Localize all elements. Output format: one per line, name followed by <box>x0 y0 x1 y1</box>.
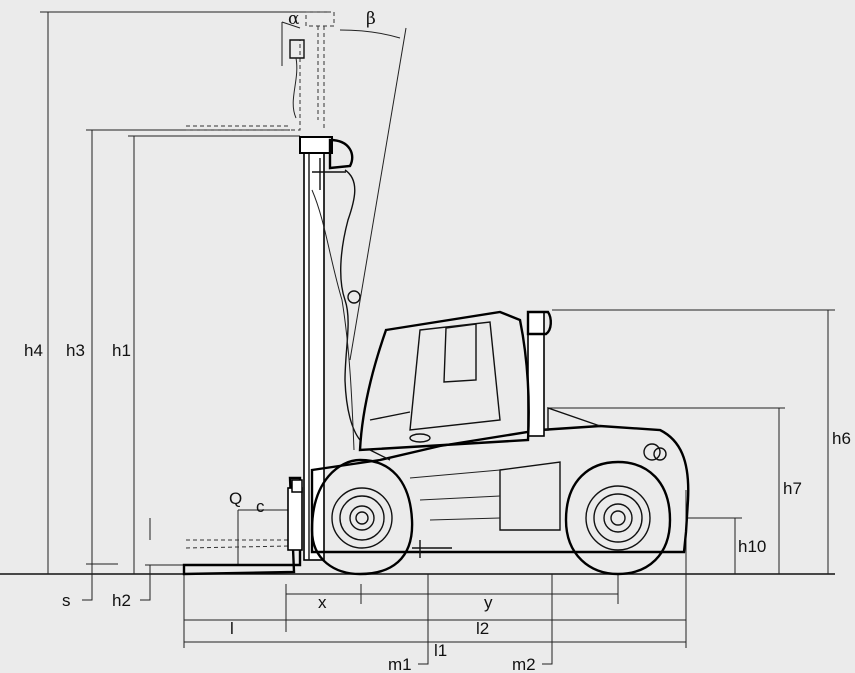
dimension-h1 <box>128 135 300 574</box>
label-h7: h7 <box>783 479 802 498</box>
load-center-mark <box>149 509 291 565</box>
dimension-l-l2 <box>183 490 687 648</box>
rear-wheel <box>564 460 672 576</box>
label-h2: h2 <box>112 591 131 610</box>
label-s: s <box>62 591 71 610</box>
label-y: y <box>484 593 493 612</box>
mast-tilted-outline <box>186 11 335 131</box>
dimension-x-y <box>285 574 619 604</box>
label-h1: h1 <box>112 341 131 360</box>
label-h3: h3 <box>66 341 85 360</box>
label-beta: β <box>366 9 376 29</box>
label-l: l <box>230 619 234 638</box>
tilt-angles <box>281 21 407 361</box>
dimension-m2 <box>542 574 553 665</box>
forks <box>182 476 303 576</box>
dimension-h6 <box>552 309 835 574</box>
chassis-body <box>310 310 690 558</box>
label-c: c <box>256 497 265 516</box>
label-m1: m1 <box>388 655 412 673</box>
dimension-h7 <box>548 407 785 574</box>
label-h10: h10 <box>738 537 766 556</box>
mast <box>299 136 361 561</box>
label-x: x <box>318 593 327 612</box>
dimension-h10 <box>686 517 742 574</box>
label-l2: l2 <box>476 619 489 638</box>
label-q: Q <box>229 489 242 508</box>
dimension-h2 <box>140 564 185 601</box>
label-alpha: α <box>288 9 300 29</box>
label-h6: h6 <box>832 429 851 448</box>
front-wheel <box>310 458 414 576</box>
cab <box>358 310 530 461</box>
dimension-h4 <box>40 11 330 574</box>
label-l1: l1 <box>434 641 447 660</box>
dimension-m1 <box>418 574 429 665</box>
label-h4: h4 <box>24 341 43 360</box>
label-m2: m2 <box>512 655 536 673</box>
dimension-s <box>82 564 93 601</box>
